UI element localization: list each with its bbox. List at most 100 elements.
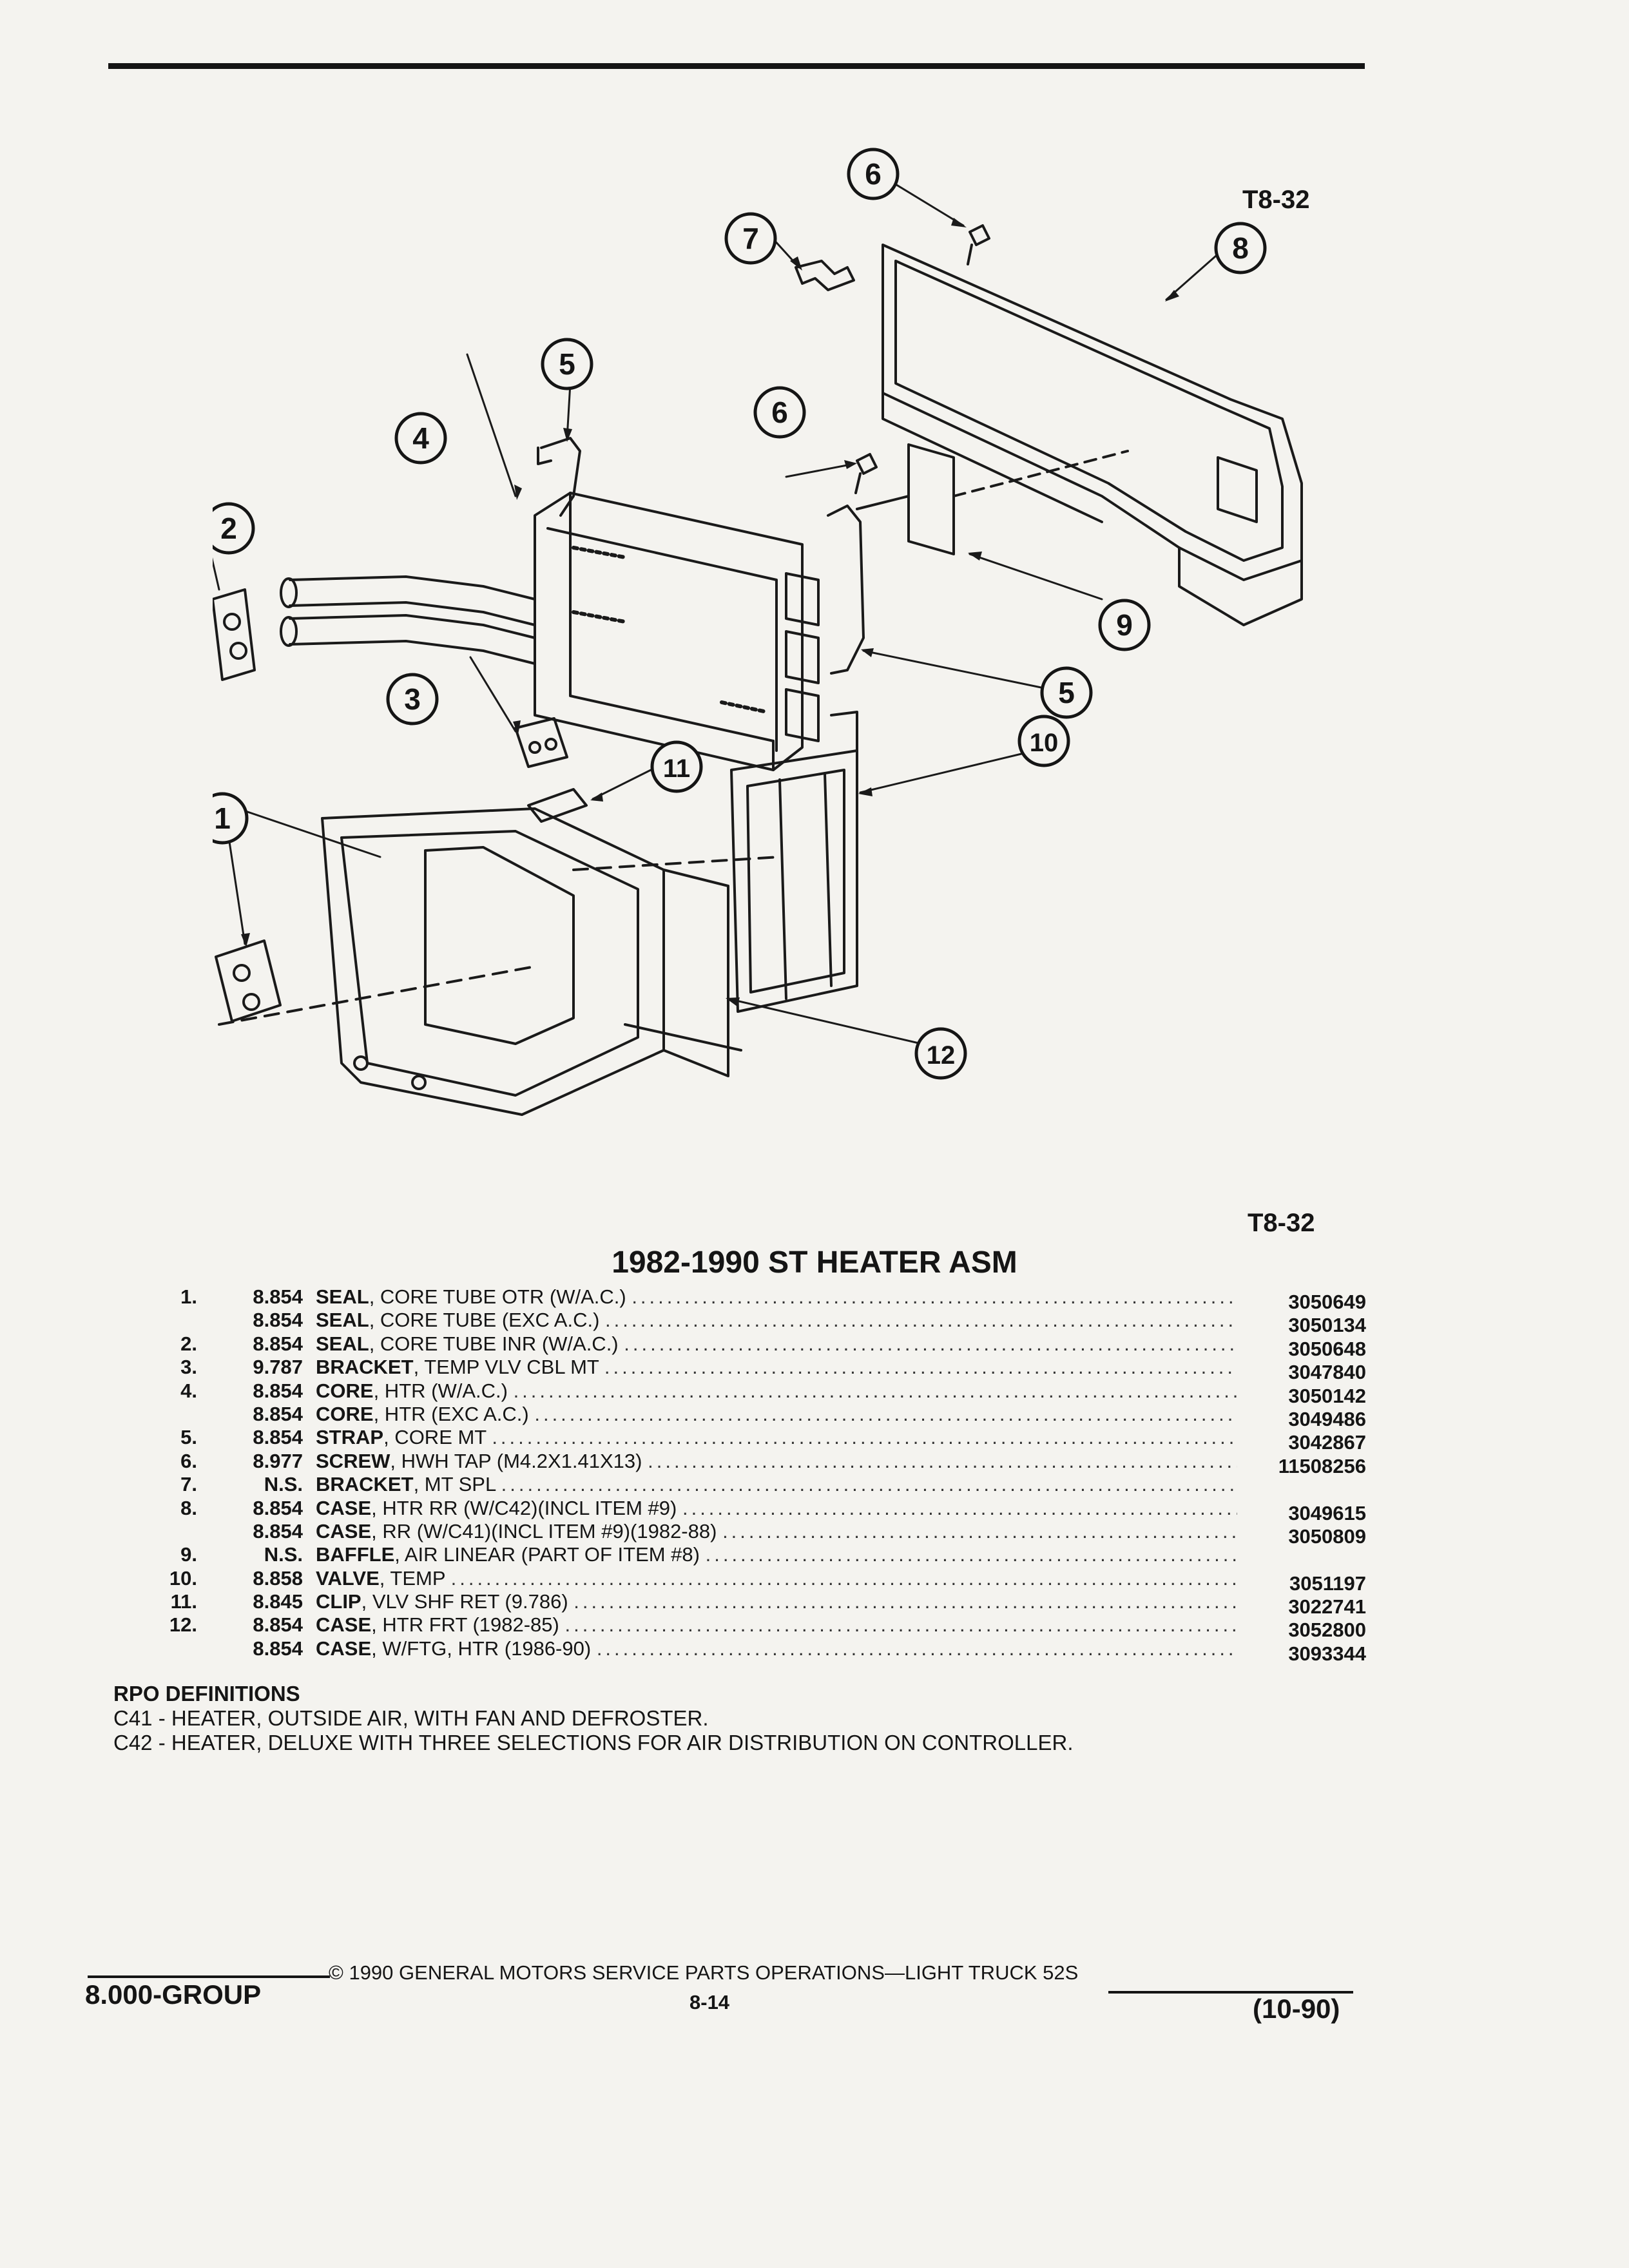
part-description: STRAP, CORE MT .........................…	[316, 1426, 1237, 1449]
leader-dots: ........................................…	[648, 1449, 1237, 1472]
callout-10: 10	[1017, 715, 1070, 767]
part-description: CASE, W/FTG, HTR (1986-90) .............…	[316, 1637, 1237, 1660]
footer-group: 8.000-GROUP	[85, 1979, 262, 2010]
temp-valve-part	[730, 711, 858, 1013]
baffle-part	[856, 443, 1129, 555]
footer-rule-left	[88, 1975, 330, 1978]
rear-case-part	[882, 244, 1303, 626]
part-detail: , RR (W/C41)(INCL ITEM #9)(1982-88)	[371, 1519, 717, 1542]
callout-11: 11	[650, 740, 703, 793]
group-number: 8.845	[253, 1590, 303, 1613]
part-name: CORE	[316, 1402, 374, 1425]
callout-8: 8	[1214, 222, 1267, 274]
part-number: 3051197	[1289, 1571, 1366, 1595]
part-name: SEAL	[316, 1309, 369, 1332]
svg-text:2: 2	[220, 512, 237, 545]
part-name: CASE	[316, 1519, 372, 1542]
group-number: 8.854	[253, 1613, 303, 1637]
svg-text:12: 12	[927, 1041, 956, 1070]
group-number: 8.854	[253, 1519, 303, 1542]
leader-dots: ........................................…	[450, 1566, 1237, 1590]
group-number: 8.977	[253, 1449, 303, 1472]
heater-core-part	[534, 492, 820, 771]
part-description: CASE, RR (W/C41)(INCL ITEM #9)(1982-88) …	[316, 1520, 1237, 1543]
leader-dots: ........................................…	[722, 1519, 1237, 1542]
callout-4: 4	[394, 412, 447, 465]
part-detail: , CORE MT	[383, 1426, 487, 1449]
part-detail: , HTR RR (W/C42)(INCL ITEM #9)	[371, 1496, 677, 1519]
part-number: 3049486	[1288, 1407, 1366, 1430]
group-number: 8.854	[253, 1285, 303, 1308]
temp-valve-bracket-part	[514, 717, 568, 768]
part-description: CASE, HTR RR (W/C42)(INCL ITEM #9) .....…	[316, 1497, 1237, 1520]
part-number: 3050142	[1288, 1384, 1366, 1407]
part-name: SEAL	[316, 1285, 369, 1308]
part-detail: , CORE TUBE (EXC A.C.)	[369, 1309, 600, 1332]
callout-5-top: 5	[541, 338, 593, 390]
mount-bracket-part	[795, 260, 855, 291]
item-number: 10.	[169, 1566, 197, 1590]
leader-dots: ........................................…	[631, 1285, 1237, 1308]
callout-7: 7	[724, 212, 777, 265]
part-detail: , CORE TUBE INR (W/A.C.)	[369, 1332, 619, 1355]
part-name: SCREW	[316, 1449, 390, 1472]
table-row: 8.854 CORE, HTR (EXC A.C.) ..............…	[155, 1402, 1366, 1430]
group-number: 8.854	[253, 1426, 303, 1449]
group-number: 8.854	[253, 1309, 303, 1332]
callout-9: 9	[1098, 599, 1151, 651]
part-number: 3050134	[1288, 1314, 1366, 1337]
part-name: SEAL	[316, 1332, 369, 1355]
part-name: CORE	[316, 1379, 374, 1402]
part-detail: , HWH TAP (M4.2X1.41X13)	[390, 1449, 642, 1472]
svg-text:6: 6	[771, 396, 788, 429]
part-detail: , W/FTG, HTR (1986-90)	[371, 1637, 592, 1660]
part-name: CASE	[316, 1637, 372, 1660]
part-detail: , CORE TUBE OTR (W/A.C.)	[369, 1285, 626, 1308]
part-name: CASE	[316, 1613, 372, 1637]
figure-code-top: T8-32	[1242, 186, 1310, 214]
leader-dots: ........................................…	[682, 1496, 1237, 1519]
front-case-part	[218, 807, 781, 1116]
part-description: CORE, HTR (W/A.C.) .....................…	[316, 1379, 1237, 1403]
rpo-definitions: RPO DEFINITIONS C41 - HEATER, OUTSIDE AI…	[113, 1682, 1074, 1755]
svg-text:1: 1	[214, 802, 231, 835]
part-name: BAFFLE	[316, 1543, 395, 1566]
leader-dots: ........................................…	[492, 1426, 1237, 1449]
table-row: 9.N.S.BAFFLE, AIR LINEAR (PART OF ITEM #…	[155, 1543, 1366, 1566]
exploded-diagram: 6 7 8 5 6 4 2 9 5 3 10 11 1 12	[213, 148, 1303, 1116]
rpo-line-c41: C41 - HEATER, OUTSIDE AIR, WITH FAN AND …	[113, 1706, 709, 1730]
callout-12: 12	[914, 1027, 967, 1080]
part-name: CASE	[316, 1496, 372, 1519]
part-number: 3093344	[1288, 1642, 1366, 1665]
svg-text:8: 8	[1232, 231, 1249, 265]
group-number: N.S.	[264, 1543, 303, 1566]
part-detail: , TEMP	[379, 1566, 445, 1590]
screw-parts	[854, 224, 990, 494]
part-number: 3022741	[1288, 1595, 1366, 1619]
part-detail: , TEMP VLV CBL MT	[413, 1356, 599, 1379]
group-number: N.S.	[264, 1473, 303, 1496]
group-number: 8.858	[253, 1566, 303, 1590]
part-number: 3049615	[1288, 1501, 1366, 1524]
part-description: BAFFLE, AIR LINEAR (PART OF ITEM #8) ...…	[316, 1543, 1237, 1566]
item-number: 2.	[180, 1332, 197, 1355]
part-detail: , HTR FRT (1982-85)	[371, 1613, 559, 1637]
leader-dots: ........................................…	[604, 1356, 1237, 1379]
part-detail: , VLV SHF RET (9.786)	[361, 1590, 568, 1613]
core-strap-parts	[537, 437, 865, 675]
leader-dots: ........................................…	[596, 1637, 1237, 1660]
part-detail: , HTR (EXC A.C.)	[373, 1402, 529, 1425]
footer-copyright: © 1990 GENERAL MOTORS SERVICE PARTS OPER…	[329, 1961, 1079, 1984]
group-number: 8.854	[253, 1402, 303, 1425]
part-number: 3050648	[1288, 1337, 1366, 1360]
part-description: BRACKET, MT SPL ........................…	[316, 1473, 1237, 1496]
leader-dots: ........................................…	[534, 1402, 1237, 1425]
part-name: STRAP	[316, 1426, 384, 1449]
figure-code-bottom: T8-32	[1248, 1209, 1315, 1237]
